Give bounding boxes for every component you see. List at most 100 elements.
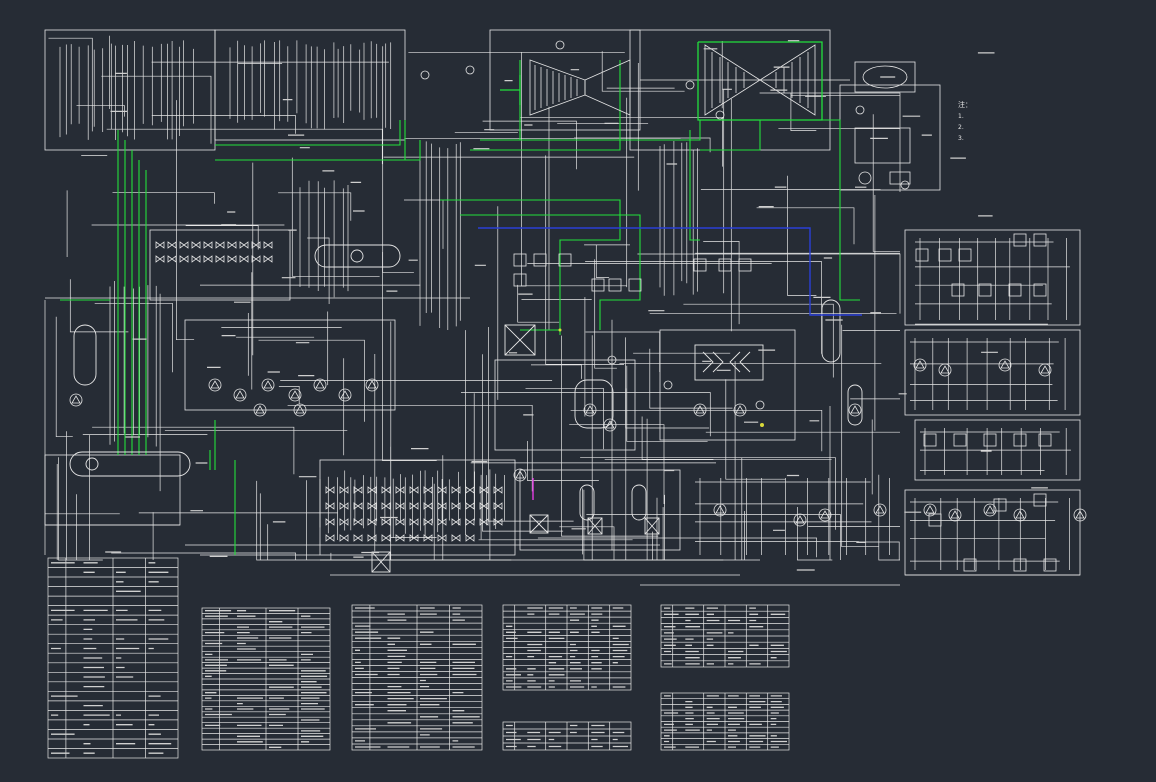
valve-icon [409,534,419,542]
generator-body [854,61,916,93]
valve-icon [251,255,261,263]
valve-icon [227,241,237,249]
lp-vessel-1 [631,484,647,521]
valve-icon [179,255,189,263]
accent-marks [532,328,764,500]
parameter-table-2-cell-marks [664,607,787,665]
valve-icon [263,255,273,263]
valve-icon [353,486,363,494]
pump-icon [998,358,1012,372]
pump-arrow-icon [295,405,305,414]
pump-arrow-icon [915,360,925,369]
valve-icon [395,534,405,542]
pump-icon [793,513,807,527]
pump-arrow-icon [940,365,950,374]
green-steam-lines [60,60,860,555]
pump-icon [923,503,937,517]
steam-drum-left [73,324,97,386]
valve-icon [325,502,335,510]
pump-icon [208,378,222,392]
right-aux-frame-2 [904,329,1081,416]
feed-pumps-frame [184,319,396,411]
valve-icon [155,241,165,249]
pump-icon [948,508,962,522]
valve-icon [381,486,391,494]
valve-icon [191,255,201,263]
pump-icon [313,378,327,392]
pump-arrow-icon [1075,510,1085,519]
valve-icon [451,486,461,494]
pump-icon [873,503,887,517]
pump-arrow-icon [985,505,995,514]
pump-icon [293,403,307,417]
valve-icon [339,518,349,526]
valve-icon [409,518,419,526]
pump-icon [713,503,727,517]
valve-icon [479,502,489,510]
pump-icon [583,403,597,417]
lp-heaters-frame [519,469,681,551]
pump-arrow-icon [290,390,300,399]
valve-icon [367,518,377,526]
pump-arrow-icon [585,405,595,414]
pump-arrow-icon [605,420,615,429]
valve-icon [353,534,363,542]
valve-icon [367,534,377,542]
pump-icon [1013,508,1027,522]
valve-icon [381,518,391,526]
vertical-pipe-bundles [59,40,698,540]
valve-icon [465,534,475,542]
lp-turbine-steam-path [697,41,823,121]
valve-icon [423,534,433,542]
valve-icon [227,255,237,263]
yellow-marker-2 [558,328,562,332]
valve-icon [493,486,503,494]
pump-arrow-icon [1040,365,1050,374]
instrument-box-icon [953,433,967,447]
heater-cross-icons [529,514,660,535]
valve-icon [381,534,391,542]
valve-icon [493,502,503,510]
main-system-frames [44,29,1081,576]
instrument-box-icon [1038,433,1052,447]
valve-icon [451,534,461,542]
gauge-icon [900,180,910,190]
valve-icon [215,241,225,249]
pump-arrow-icon [795,515,805,524]
valve-icon [395,486,405,494]
pump-arrow-icon [515,470,525,479]
parameter-table-4-grid [661,693,789,750]
valve-icon [479,486,489,494]
valve-icon [409,502,419,510]
mid-left-frame [149,229,291,301]
gauge-icon [555,40,565,50]
valve-icon [465,486,475,494]
instrument-box-icon [978,283,992,297]
right-aux-frame-3 [914,419,1081,481]
valve-icon [251,241,261,249]
instrument-box-icon [958,248,972,262]
vessels [69,244,863,521]
valve-icon [395,518,405,526]
pump-arrow-icon [735,405,745,414]
valve-icon [465,518,475,526]
note-item-2: 2. [958,124,964,131]
transfer-cross-icon [371,551,391,573]
lp-heater-box-3 [644,517,660,535]
equipment-list-table-2 [351,604,483,751]
steam-routes [60,60,860,555]
valve-icon [325,486,335,494]
valve-icon [167,255,177,263]
bottom-headers [44,297,1080,586]
pump-arrow-icon [695,405,705,414]
pump-icon [288,388,302,402]
pump-arrow-icon [1000,360,1010,369]
valve-icon [395,502,405,510]
pump-arrow-icon [850,405,860,414]
pump-arrow-icon [315,380,325,389]
parameter-table-3 [502,721,632,751]
condenser [371,324,764,573]
gauge-icon [715,110,725,120]
instrument-box-icon [718,258,732,272]
